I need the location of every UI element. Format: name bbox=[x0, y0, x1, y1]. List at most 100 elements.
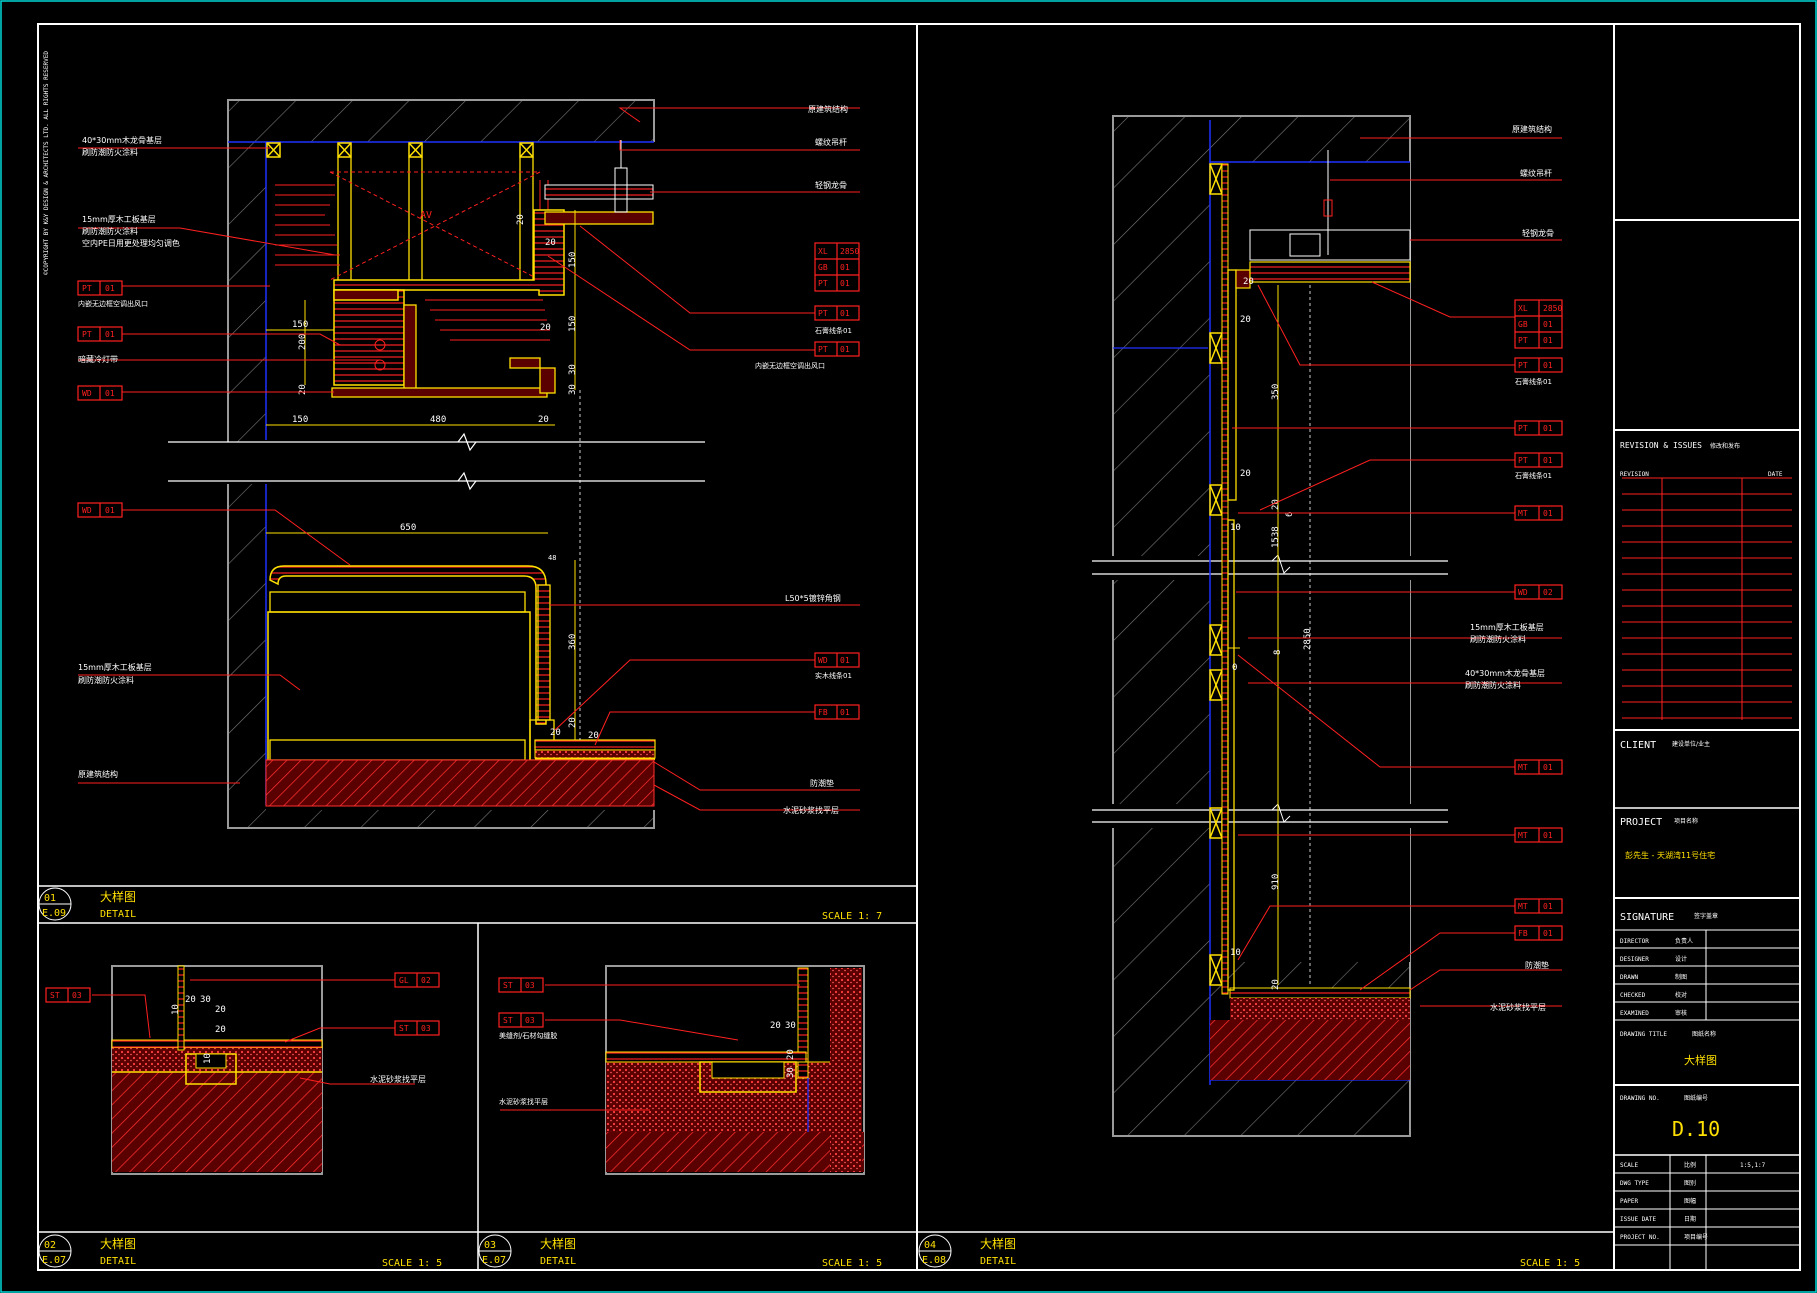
label-d4-tags-i: MT bbox=[1518, 763, 1528, 772]
label-titleblock-signature_cn: 签字盖章 bbox=[1694, 912, 1718, 920]
label-titleblock-rows-2-en: DRAWN bbox=[1620, 974, 1638, 981]
label-titleblock-issue_label: ISSUE DATE bbox=[1620, 1216, 1657, 1223]
label-titleblock-scale_value: 1:5,1:7 bbox=[1740, 1162, 1766, 1169]
label-d1-dims-d: 150 bbox=[292, 415, 308, 425]
label-d4-dims-d: 20 bbox=[1240, 469, 1251, 479]
label-details-d04-number: 04 bbox=[924, 1240, 936, 1251]
label-d1-dims-r: 30 bbox=[568, 384, 578, 395]
label-d1-notes-r_hanger: 螺纹吊杆 bbox=[815, 137, 847, 147]
label-d1-tags-r5: FB bbox=[818, 708, 828, 717]
label-details-d03-ref: E.07 bbox=[482, 1255, 506, 1266]
label-d4-dims-h: 2850 bbox=[1303, 628, 1313, 650]
label-d1-dims-i: 20 bbox=[516, 214, 526, 225]
label-d2-note: 水泥砂浆找平层 bbox=[370, 1074, 426, 1084]
label-d1-tags-t2: PT bbox=[82, 330, 92, 339]
label-d4-tags-f: PT bbox=[1518, 456, 1528, 465]
label-d1-tags-t2v: 01 bbox=[105, 330, 115, 339]
label-d1-tags-t4: WD bbox=[82, 506, 92, 515]
label-titleblock-paper_label: PAPER bbox=[1620, 1198, 1638, 1205]
label-d4-tags-av: 2850 bbox=[1543, 304, 1562, 313]
label-details-d04-subtitle: DETAIL bbox=[980, 1256, 1016, 1267]
label-d4-notes-keel: 轻钢龙骨 bbox=[1522, 228, 1554, 238]
label-d1-tags-t4v: 01 bbox=[105, 506, 115, 515]
label-d1-notes-ply2_sub: 刷防潮防火涂料 bbox=[78, 675, 134, 685]
label-titleblock-revision_col: REVISION bbox=[1620, 471, 1649, 478]
label-titleblock-rows-3-cn: 校对 bbox=[1675, 991, 1687, 999]
label-d1-tags-r2v: 01 bbox=[840, 309, 850, 318]
label-d1-notes-ply_sub1: 刷防潮防火涂料 bbox=[82, 226, 138, 236]
label-d3-notes-a: 美缝剂/石材勾缝胶 bbox=[499, 1031, 557, 1040]
label-titleblock-dwg_cn: 图别 bbox=[1684, 1179, 1696, 1187]
label-details-d03-title: 大样图 bbox=[540, 1236, 576, 1251]
label-titleblock-signature_label: SIGNATURE bbox=[1620, 912, 1674, 923]
label-d4-tags-l: FB bbox=[1518, 929, 1528, 938]
label-details-d02-ref: E.07 bbox=[42, 1255, 66, 1266]
label-d1-dims-h: 150 bbox=[568, 316, 578, 332]
label-titleblock-project_value: 彭先生 - 天湖湾11号住宅 bbox=[1625, 850, 1715, 860]
label-d2-dims-b: 20 bbox=[185, 995, 196, 1005]
detail-04: 20 20 350 20 20 1538 10 2850 8 910 10 20… bbox=[1092, 115, 1563, 1137]
label-d3-tags-a: ST bbox=[503, 981, 513, 990]
label-d4-tags-j: MT bbox=[1518, 831, 1528, 840]
label-d1-notes-r_wood: 实木线条01 bbox=[815, 671, 852, 680]
label-titleblock-project_cn: 项目名称 bbox=[1674, 817, 1698, 825]
label-d2-tags-bv: 02 bbox=[421, 976, 431, 985]
label-titleblock-drawing_title_cn: 图纸名称 bbox=[1692, 1030, 1716, 1038]
label-details-d04-title: 大样图 bbox=[980, 1236, 1016, 1251]
label-titleblock-rows-0-en: DIRECTOR bbox=[1620, 938, 1649, 945]
label-d1-dims-f: 20 bbox=[538, 415, 549, 425]
copyright-text: ©COPYRIGHT BY K&Y DESIGN & ARCHITECTS LT… bbox=[43, 51, 50, 275]
label-d1-tags-t1v: 01 bbox=[105, 284, 115, 293]
label-d1-notes-r_line: 石膏线条01 bbox=[815, 326, 852, 335]
label-details-d04-ref: E.08 bbox=[922, 1255, 946, 1266]
label-d1-tags-r1c: PT bbox=[818, 279, 828, 288]
label-details-d02-title: 大样图 bbox=[100, 1236, 136, 1251]
sheet-border bbox=[37, 23, 1801, 1271]
label-d4-notes-mortar: 水泥砂浆找平层 bbox=[1490, 1002, 1546, 1012]
label-titleblock-drawing_title_label: DRAWING TITLE bbox=[1620, 1031, 1667, 1038]
label-titleblock-rows-3-en: CHECKED bbox=[1620, 992, 1646, 999]
label-d2-tags-c: ST bbox=[399, 1024, 409, 1033]
label-d2-tags-a: ST bbox=[50, 991, 60, 1000]
label-d1-tags-r3: PT bbox=[818, 345, 828, 354]
label-titleblock-rows-1-en: DESIGNER bbox=[1620, 956, 1649, 963]
label-titleblock-rows-0-cn: 负责人 bbox=[1675, 937, 1693, 945]
label-d1-notes-r_struct: 原建筑结构 bbox=[808, 104, 848, 114]
label-d4-tags-cv: 01 bbox=[1543, 336, 1553, 345]
label-details-d03-subtitle: DETAIL bbox=[540, 1256, 576, 1267]
label-d4-dims-e: 20 bbox=[1271, 499, 1281, 510]
label-titleblock-scale_cn: 比例 bbox=[1684, 1161, 1696, 1169]
label-titleblock-rows-2-cn: 制图 bbox=[1675, 973, 1687, 981]
label-titleblock-paper_cn: 图幅 bbox=[1684, 1197, 1696, 1205]
label-d1-dims-g: 150 bbox=[568, 252, 578, 268]
label-d4-tags-a: XL bbox=[1518, 304, 1528, 313]
label-d2-dims-e: 20 bbox=[215, 1025, 226, 1035]
label-d1-dims-b: 200 bbox=[298, 334, 308, 350]
label-d1-tags-r1a: XL bbox=[818, 247, 828, 256]
label-d4-tags-k: MT bbox=[1518, 902, 1528, 911]
label-d4-tags-h: WD bbox=[1518, 588, 1528, 597]
label-d1-notes-r_mortar: 水泥砂浆找平层 bbox=[783, 805, 839, 815]
label-d4-dims-b: 20 bbox=[1240, 315, 1251, 325]
label-d1-tags-t1: PT bbox=[82, 284, 92, 293]
label-d2-dims-c: 30 bbox=[200, 995, 211, 1005]
label-details-d03-scale: SCALE 1: 5 bbox=[822, 1258, 882, 1269]
label-d1-tags-r1av: 2850 bbox=[840, 247, 859, 256]
label-details-d02-scale: SCALE 1: 5 bbox=[382, 1258, 442, 1269]
label-d4-dims-m: 6 bbox=[1285, 512, 1295, 517]
label-d1-dims-l: 20 bbox=[540, 323, 551, 333]
label-d1-notes-hidden: 暗藏冷灯带 bbox=[78, 354, 118, 364]
label-d1-notes-r_angle: L50*5镀锌角钢 bbox=[785, 593, 841, 603]
label-d1-notes-stud_sub: 刷防潮防火涂料 bbox=[82, 147, 138, 157]
label-d1-dims-s: 20 bbox=[568, 717, 578, 728]
label-d4-notes-ply_sub: 刷防潮防火涂料 bbox=[1470, 634, 1526, 644]
label-d1-dims-c: 20 bbox=[298, 384, 308, 395]
label-d1-dims-a: 150 bbox=[292, 320, 308, 330]
label-d1-notes-r_damp: 防潮垫 bbox=[810, 778, 834, 788]
label-titleblock-scale_label: SCALE bbox=[1620, 1162, 1638, 1169]
label-d1-notes-ply2: 15mm厚木工板基层 bbox=[78, 662, 152, 672]
label-d4-tags-dv: 01 bbox=[1543, 361, 1553, 370]
label-details-d01-subtitle: DETAIL bbox=[100, 909, 136, 920]
label-d1-dims-n: 48 bbox=[548, 554, 556, 562]
